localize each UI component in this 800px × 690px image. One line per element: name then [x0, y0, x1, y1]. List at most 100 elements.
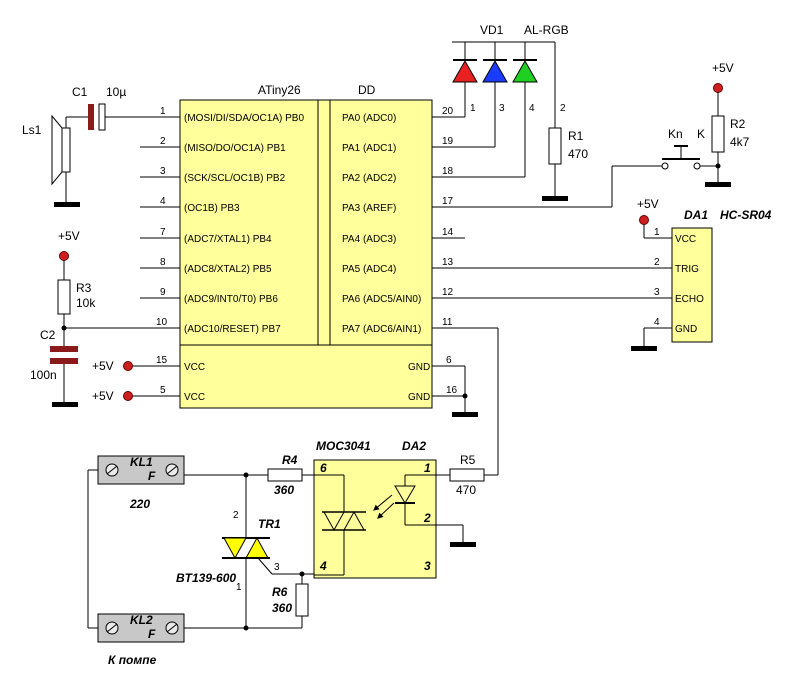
opto-ref: DA2 [402, 439, 426, 453]
speaker-label: Ls1 [22, 123, 42, 137]
vcc-label: +5V [92, 359, 114, 373]
led-type: AL-RGB [524, 23, 569, 37]
r2-value: 4k7 [730, 135, 750, 149]
resistor-r1: R1 470 [542, 127, 588, 201]
led-pin: 4 [529, 103, 535, 114]
sensor-pin-number: 3 [654, 287, 660, 298]
pin-label: PA2 (ADC2) [342, 173, 396, 184]
power-terminal [713, 83, 723, 93]
power-terminal [123, 391, 133, 401]
triac-part: BT139-600 [176, 571, 236, 585]
sensor-pin-number: 2 [654, 257, 660, 268]
led-pin: 3 [499, 103, 505, 114]
resistor-r6: R6 360 [272, 574, 309, 628]
sensor-body [671, 227, 713, 343]
r6-value: 360 [272, 601, 292, 615]
vcc-label: +5V [92, 389, 114, 403]
pin-label: PA1 (ADC1) [342, 143, 396, 154]
pin-label: (OC1B) PB3 [184, 203, 240, 214]
ground-symbol [542, 196, 568, 201]
button-label: K [697, 127, 705, 141]
optocoupler-moc3041: MOC3041 DA2 1 2 3 4 6 [313, 439, 476, 579]
pin-label: (ADC9/INT0/T0) PB6 [184, 294, 278, 305]
mcu-body [179, 99, 433, 409]
r2-ref: R2 [730, 117, 746, 131]
triac-pin: 3 [274, 562, 280, 573]
pin-number: 16 [446, 385, 458, 396]
ground-symbol [705, 182, 731, 187]
mcu-chip: ATiny26 DD [179, 83, 433, 409]
sensor-pin-label: VCC [675, 234, 696, 245]
kl1-ref: KL1 [130, 455, 153, 469]
pin-label: PA0 (ADC0) [342, 113, 396, 124]
pin-label: PA7 (ADC6/AIN1) [342, 324, 421, 335]
power-terminal [639, 215, 649, 225]
capacitor-c1: C1 10µ [72, 85, 126, 131]
led-red [452, 59, 478, 83]
led-green [512, 59, 538, 83]
button-ref: Kn [668, 127, 683, 141]
pin-number: 13 [442, 257, 454, 268]
r5-value: 470 [456, 483, 476, 497]
ground-symbol [631, 346, 657, 351]
opto-name: MOC3041 [316, 439, 371, 453]
power-label: +5V [637, 197, 659, 211]
pin-label: (SCK/SCL/OC1B) PB2 [184, 173, 286, 184]
kl2-pin: F [148, 627, 156, 641]
sensor-pin-label: GND [675, 324, 697, 335]
power-label: +5V [712, 61, 734, 75]
rgb-led: VD1 AL-RGB 1 3 4 2 [452, 23, 569, 177]
power-label: +5V [58, 229, 80, 243]
ground-symbol [52, 402, 78, 407]
mcu-right-pins: 20 PA0 (ADC0) 19 PA1 (ADC1) 18 PA2 (ADC2… [342, 106, 672, 417]
button-kn: Kn K [611, 127, 721, 207]
pin-label: (ADC10/RESET) PB7 [184, 324, 281, 335]
pin-number: 8 [160, 257, 166, 268]
pin-number: 1 [160, 106, 166, 117]
terminal-kl2: KL2 F К помпе [97, 613, 302, 667]
sensor-pin-label: TRIG [675, 264, 699, 275]
pin-number: 20 [442, 106, 454, 117]
c2-value: 100n [30, 368, 57, 382]
opto-pin: 2 [423, 511, 431, 525]
vcc-inputs: +5V +5V [92, 359, 133, 403]
sensor-pin-number: 4 [654, 317, 660, 328]
sensor-pin-number: 1 [654, 227, 660, 238]
opto-body [313, 459, 437, 579]
power-terminal [59, 251, 69, 261]
pin-number: 11 [442, 317, 453, 328]
led-pin: 2 [560, 103, 566, 114]
triac-tr1: TR1 BT139-600 1 2 3 [176, 472, 314, 628]
resistor-r5: R5 470 [436, 328, 499, 497]
r3-value: 10k [76, 296, 96, 310]
r3-ref: R3 [76, 281, 92, 295]
opto-pin: 6 [320, 461, 327, 475]
pin-number: 9 [160, 287, 166, 298]
resistor-r3: +5V R3 10k [57, 229, 96, 346]
opto-pin: 1 [424, 461, 431, 475]
sensor-pin-label: ECHO [675, 294, 704, 305]
r5-ref: R5 [460, 453, 476, 467]
terminal-kl1: KL1 F 220 [97, 455, 246, 511]
c1-value: 10µ [106, 85, 126, 99]
mcu-ref: DD [358, 83, 376, 97]
sensor-ref: DA1 [684, 208, 708, 222]
resistor-r4: R4 360 [246, 453, 314, 497]
pin-number: 14 [442, 227, 454, 238]
pin-number: 7 [160, 227, 166, 238]
pin-label: GND [408, 362, 430, 373]
pin-label: (ADC7/XTAL1) PB4 [184, 234, 272, 245]
pin-label: PA3 (AREF) [342, 203, 396, 214]
pin-number: 3 [160, 166, 166, 177]
pin-number: 2 [160, 136, 166, 147]
pin-label: PA6 (ADC5/AIN0) [342, 294, 421, 305]
r4-ref: R4 [282, 453, 298, 467]
pin-label: PA5 (ADC4) [342, 264, 396, 275]
pin-number: 18 [442, 166, 454, 177]
pin-number: 19 [442, 136, 454, 147]
led-pin: 1 [470, 103, 476, 114]
ground-symbol [452, 412, 478, 417]
resistor-r2: +5V R2 4k7 [705, 61, 750, 187]
pin-label: (MOSI/DI/SDA/OC1A) PB0 [184, 113, 304, 124]
